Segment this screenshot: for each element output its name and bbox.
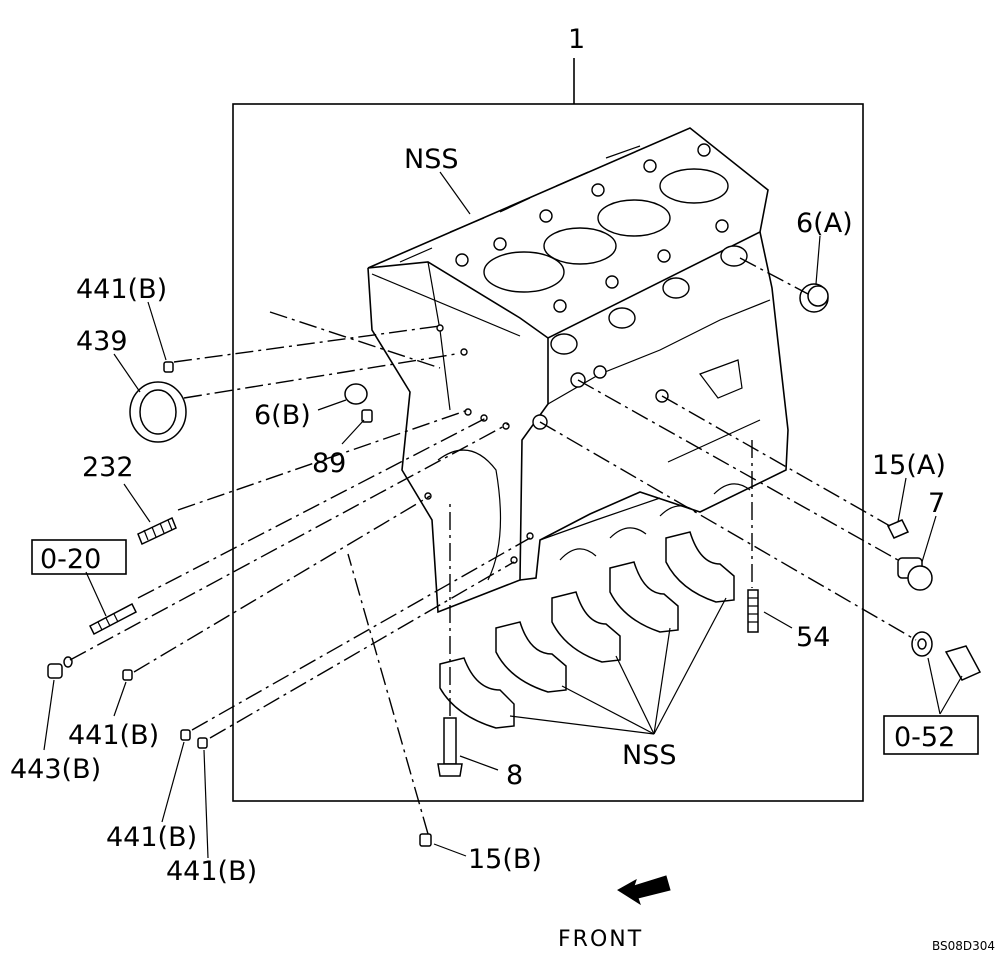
seal-ring-439: [129, 381, 187, 443]
cup-plug-6b: [344, 383, 368, 405]
plug-15b: [419, 833, 432, 847]
washer-sensor-0-52: [911, 631, 982, 681]
label-front: FRONT: [558, 927, 643, 952]
leader-lines: [43, 171, 963, 859]
bolt-8: [437, 717, 463, 777]
plug-443b: [47, 663, 63, 679]
o-ring-443b: [63, 656, 73, 668]
plug-15a: [886, 519, 910, 539]
box-0-52: [883, 715, 979, 755]
label-89: 89: [312, 448, 346, 479]
plug-441b-1: [163, 361, 174, 373]
label-441b-mid: 441(B): [68, 720, 159, 751]
drawing-code: BS08D304: [932, 939, 995, 953]
label-232: 232: [82, 452, 134, 483]
cylinder-block: [367, 127, 789, 614]
front-direction-arrow-icon: [617, 875, 671, 906]
assembly-frame: [232, 103, 864, 802]
label-439: 439: [76, 326, 128, 357]
label-8: 8: [506, 760, 523, 791]
label-15a: 15(A): [872, 450, 946, 481]
label-6b: 6(B): [254, 400, 311, 431]
label-assembly-1: 1: [568, 24, 585, 55]
plug-441b-4: [197, 737, 208, 749]
label-54: 54: [796, 622, 830, 653]
label-0-20: 0-20: [40, 544, 101, 575]
label-nss-top: NSS: [404, 144, 458, 175]
label-441b-low1: 441(B): [106, 822, 197, 853]
cup-plug-6a: [799, 283, 829, 313]
label-15b: 15(B): [468, 844, 542, 875]
center-lines: [69, 257, 917, 835]
label-6a: 6(A): [796, 208, 853, 239]
stud-232: [137, 516, 177, 546]
dowel-89: [361, 409, 373, 423]
stud-0-20: [89, 602, 137, 636]
label-443b: 443(B): [10, 754, 101, 785]
label-441b-top: 441(B): [76, 274, 167, 305]
box-0-20: [31, 539, 127, 575]
plug-441b-3: [180, 729, 191, 741]
label-0-52: 0-52: [894, 722, 955, 753]
plug-441b-2: [122, 669, 133, 681]
label-441b-low2: 441(B): [166, 856, 257, 887]
label-nss-bottom: NSS: [622, 740, 676, 771]
stud-54: [747, 589, 759, 633]
bearing-caps: [439, 531, 735, 729]
label-7: 7: [928, 488, 945, 519]
drain-plug-7: [897, 557, 933, 591]
